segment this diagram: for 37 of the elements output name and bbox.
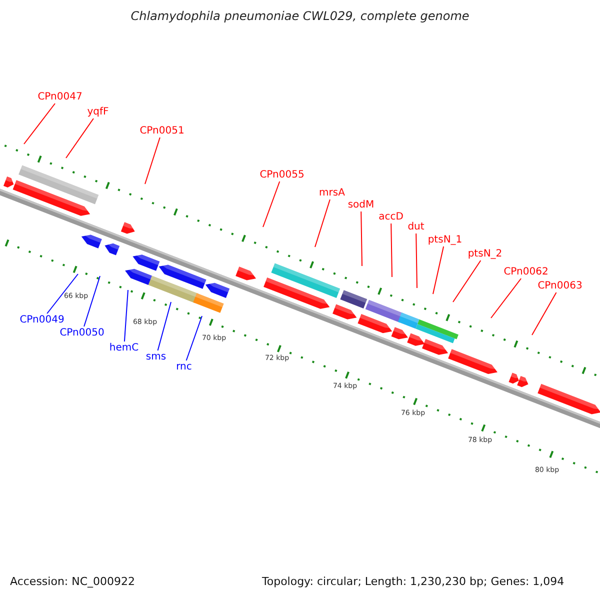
leader-line bbox=[46, 274, 78, 314]
leader-line bbox=[432, 246, 444, 294]
gene-label: CPn0055 bbox=[260, 170, 304, 180]
gene-label: dut bbox=[408, 222, 424, 232]
leader-line bbox=[186, 316, 202, 361]
gene-label: ptsN_2 bbox=[468, 248, 502, 260]
leader-line bbox=[124, 290, 128, 342]
footer-text: Topology: circular; Length: 1,230,230 bp; Genes: 1,094 bbox=[262, 575, 564, 588]
gene-label: yqfF bbox=[87, 106, 109, 118]
gene-label: hemC bbox=[109, 342, 139, 354]
gene-label: accD bbox=[378, 212, 404, 222]
leader-line bbox=[416, 233, 418, 288]
leader-line bbox=[84, 276, 100, 327]
leader-line bbox=[314, 199, 330, 248]
leader-line bbox=[262, 181, 280, 228]
gene-label: CPn0062 bbox=[504, 266, 548, 278]
gene-label: sodM bbox=[348, 200, 374, 210]
leader-line bbox=[24, 103, 56, 144]
leader-line bbox=[490, 278, 522, 318]
leader-line bbox=[157, 302, 172, 351]
gene-label: rnc bbox=[176, 362, 192, 372]
gene-label: CPn0050 bbox=[60, 328, 104, 338]
gene-label: ptsN_1 bbox=[428, 234, 462, 246]
gene-label: CPn0051 bbox=[140, 126, 184, 136]
title: Chlamydophila pneumoniae CWL029, complete genome bbox=[130, 9, 470, 23]
gene-label: sms bbox=[146, 352, 166, 362]
leader-line bbox=[66, 118, 94, 158]
gene-label: CPn0063 bbox=[538, 280, 582, 292]
leader-line bbox=[144, 137, 160, 184]
leader-line bbox=[390, 223, 392, 278]
leader-line bbox=[360, 211, 362, 266]
gene-label: CPn0047 bbox=[38, 92, 82, 102]
leader-line bbox=[532, 292, 557, 336]
leader-line bbox=[452, 260, 482, 302]
gene-label: CPn0049 bbox=[20, 314, 64, 326]
footer-text: Accession: NC_000922 bbox=[10, 575, 136, 588]
gene-label: mrsA bbox=[319, 188, 345, 198]
